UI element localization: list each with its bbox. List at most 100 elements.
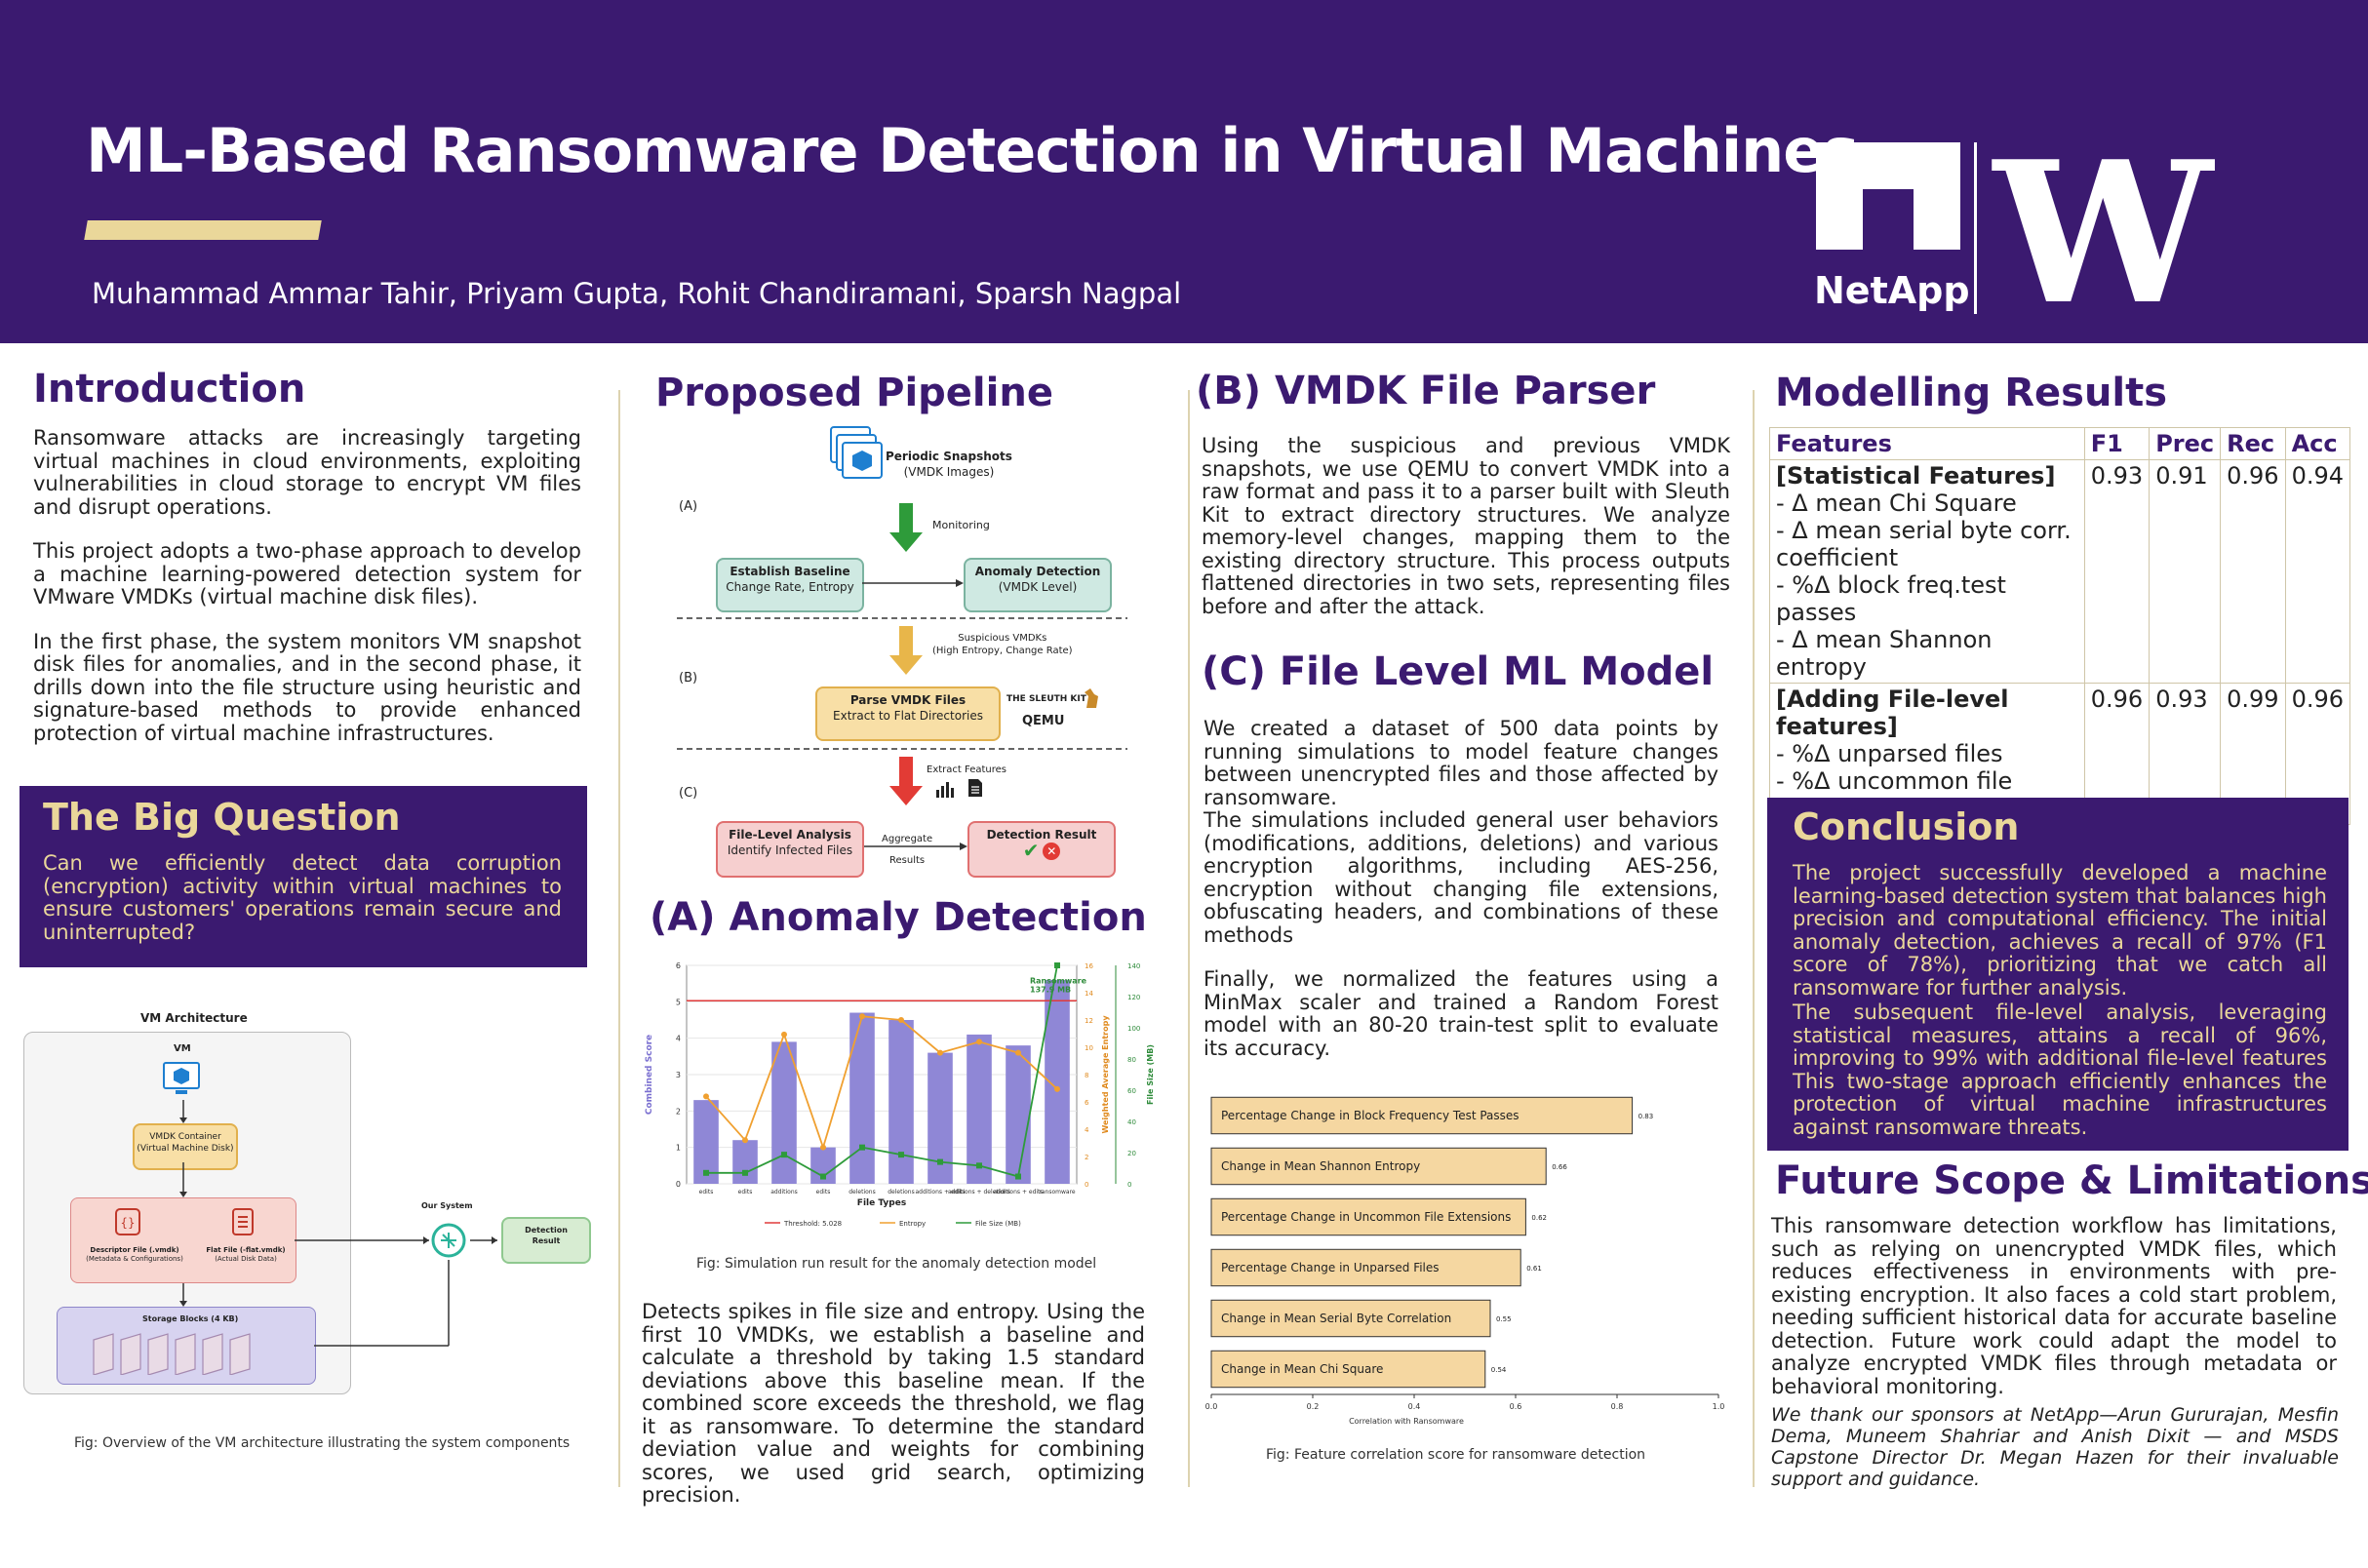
extract-label: Extract Features — [927, 764, 1006, 775]
bar-value-label: 0.55 — [1496, 1315, 1512, 1323]
netapp-logo-icon — [1816, 142, 1960, 250]
stage-c-label: (C) — [679, 786, 698, 801]
conclusion-heading: Conclusion — [1793, 805, 2020, 848]
rec-cell: 0.96 — [2220, 459, 2286, 684]
y-tick-label: 4 — [676, 1035, 681, 1043]
bar — [1210, 1197, 1526, 1236]
bar — [732, 1140, 758, 1184]
x-tick-label: deletions — [849, 1189, 875, 1196]
x-axis-label: Correlation with Ransomware — [1349, 1417, 1464, 1426]
our-system-label: Our System — [421, 1201, 473, 1210]
result-label: Result — [532, 1236, 561, 1245]
bar-value-label: 0.61 — [1526, 1265, 1542, 1273]
aggregate-title: Aggregate — [882, 834, 933, 844]
snapshot-sub: (VMDK Images) — [903, 465, 995, 479]
annotation-label: Ransomware — [1030, 977, 1087, 986]
anomaly-caption: Fig: Simulation run result for the anoma… — [696, 1256, 1097, 1272]
y2-tick-label: 2 — [1085, 1154, 1088, 1161]
aggregate-sub: Results — [889, 855, 926, 866]
bar-category-label: Change in Mean Shannon Entropy — [1221, 1159, 1420, 1173]
annotation-label: 137.9 MB — [1030, 986, 1071, 995]
x-tick-label: deletions — [888, 1189, 914, 1196]
cross-icon: ✕ — [1043, 843, 1061, 860]
baseline-sub: Change Rate, Entropy — [726, 580, 854, 594]
table-header-row: Features F1 Prec Rec Acc — [1769, 427, 2351, 460]
descriptor-file-icon: {} — [115, 1208, 140, 1235]
series-point — [1015, 1173, 1021, 1180]
y-tick-label: 6 — [676, 961, 681, 970]
x-tick-label: additions + edits — [993, 1189, 1043, 1196]
red-arrow-icon — [889, 757, 923, 805]
y3-tick-label: 60 — [1127, 1087, 1136, 1095]
logo-separator — [1974, 142, 1977, 314]
legend-label: Entropy — [899, 1220, 926, 1228]
parser-heading: (B) VMDK File Parser — [1196, 369, 1656, 413]
flat-file-icon — [232, 1208, 254, 1235]
acc-cell: 0.94 — [2284, 459, 2351, 684]
series-point — [703, 1169, 709, 1176]
bar-category-label: Change in Mean Serial Byte Correlation — [1221, 1312, 1451, 1325]
snapshot-title: Periodic Snapshots — [886, 450, 1012, 463]
bar-value-label: 0.83 — [1638, 1113, 1654, 1120]
x-tick-label: 0.4 — [1408, 1402, 1421, 1411]
series-point — [898, 1017, 904, 1023]
document-icon — [968, 779, 982, 797]
series-point — [976, 1162, 982, 1169]
detres-box: Detection Result ✔ ✕ — [967, 821, 1116, 878]
series-point — [1054, 1085, 1060, 1092]
vm-arch-caption: Fig: Overview of the VM architecture ill… — [74, 1435, 571, 1451]
bar — [849, 1012, 875, 1184]
legend-label: File Size (MB) — [975, 1220, 1021, 1228]
column-header: Acc — [2284, 427, 2351, 460]
anomaly-title: Anomaly Detection — [974, 565, 1101, 578]
series-point — [859, 1144, 865, 1151]
big-question-box — [20, 786, 587, 967]
y-tick-label: 3 — [676, 1071, 681, 1079]
bar — [771, 1041, 797, 1184]
future-text: This ransomware detection workflow has l… — [1771, 1214, 2337, 1398]
y-tick-label: 1 — [676, 1144, 681, 1153]
pipeline-diagram: Periodic Snapshots (VMDK Images) (A) Mon… — [669, 421, 1137, 887]
y-axis-label: Combined Score — [645, 1035, 654, 1115]
x-tick-label: 0.6 — [1510, 1402, 1522, 1411]
y3-tick-label: 40 — [1127, 1118, 1136, 1126]
descriptor-file-label: Descriptor File (.vmdk) (Metadata & Conf… — [84, 1246, 185, 1264]
svg-text:{}: {} — [120, 1216, 135, 1230]
series-point — [937, 1158, 943, 1165]
feature-item: - %Δ unparsed files — [1776, 740, 2003, 767]
chart-icon — [936, 782, 954, 798]
column-divider — [618, 390, 620, 1487]
x-axis-label: File Types — [857, 1198, 906, 1208]
title-underline — [84, 220, 322, 240]
x-tick-label: 1.0 — [1713, 1402, 1725, 1411]
big-question-text: Can we efficiently detect data corruptio… — [43, 851, 562, 944]
bar-category-label: Change in Mean Chi Square — [1221, 1362, 1383, 1376]
snapshot-label: Periodic Snapshots (VMDK Images) — [886, 449, 1012, 480]
legend-label: Threshold: 5.028 — [783, 1220, 842, 1228]
y2-tick-label: 10 — [1085, 1044, 1093, 1052]
column-divider — [1753, 390, 1755, 1487]
y3-tick-label: 0 — [1127, 1181, 1131, 1189]
y3-tick-label: 20 — [1127, 1150, 1136, 1157]
f1-cell: 0.93 — [2083, 459, 2151, 684]
series-point — [742, 1169, 748, 1176]
x-tick-label: 0.8 — [1611, 1402, 1624, 1411]
column-header: F1 — [2083, 427, 2151, 460]
y3-tick-label: 120 — [1127, 994, 1140, 1001]
bar — [1210, 1248, 1521, 1287]
series-point — [820, 1173, 826, 1180]
parse-box: Parse VMDK Files Extract to Flat Directo… — [815, 686, 1001, 741]
authors: Muhammad Ammar Tahir, Priyam Gupta, Rohi… — [92, 277, 1182, 310]
monitoring-label: Monitoring — [932, 519, 990, 531]
x-tick-label: edits — [738, 1189, 753, 1196]
baseline-box: Establish Baseline Change Rate, Entropy — [716, 558, 864, 612]
acknowledgements: We thank our sponsors at NetApp—Arun Gur… — [1771, 1404, 2339, 1490]
descriptor-sub: (Metadata & Configurations) — [86, 1255, 183, 1263]
series-point — [859, 1013, 865, 1020]
introduction-text: Ransomware attacks are increasingly targ… — [33, 426, 581, 766]
bar — [1210, 1299, 1491, 1338]
netapp-label: NetApp — [1814, 269, 1970, 312]
vm-cube-icon — [163, 1062, 200, 1094]
x-tick-label: ransomware — [1039, 1189, 1076, 1196]
ml-paragraph: Finally, we normalized the features usin… — [1204, 967, 1718, 1060]
